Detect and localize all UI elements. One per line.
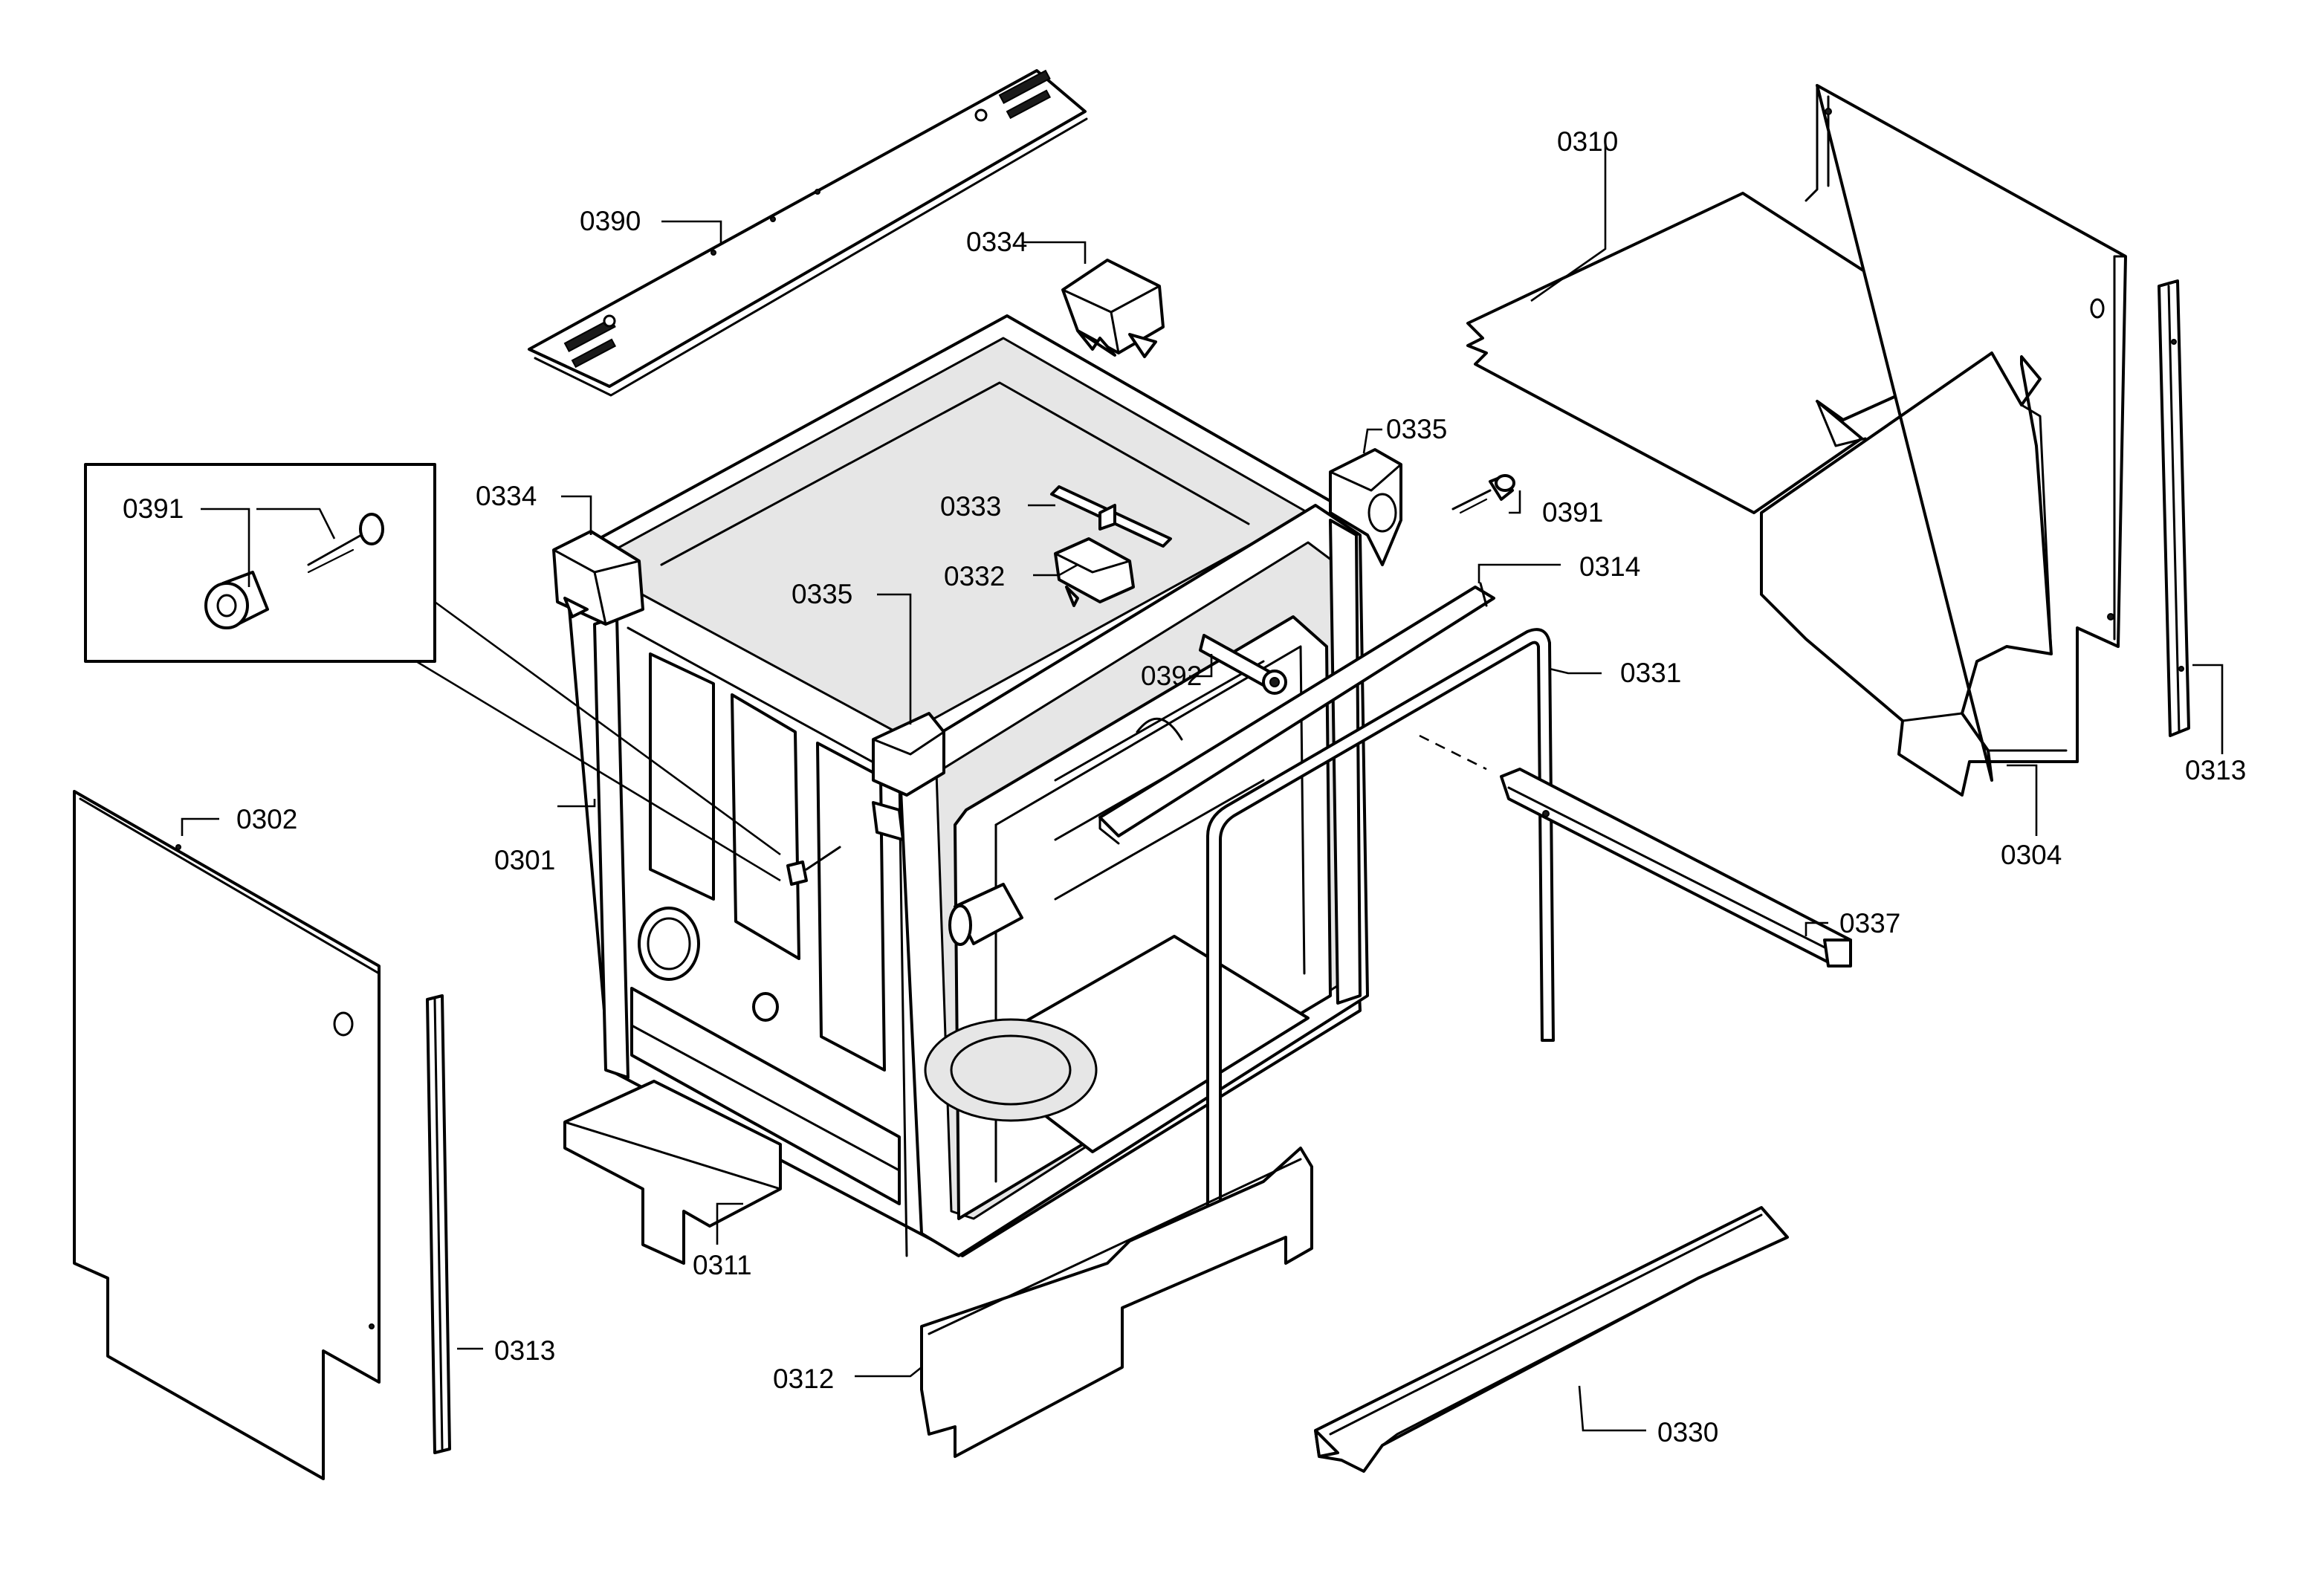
label-0390: 0390 — [580, 206, 641, 236]
part-0331-door-seal — [1206, 628, 1555, 1239]
inset-link-line-1 — [434, 600, 781, 856]
detail-inset-0391 — [84, 463, 436, 663]
label-0302: 0302 — [236, 804, 297, 834]
label-0333: 0333 — [940, 491, 1001, 522]
part-0335-hinge-right — [1329, 448, 1402, 566]
part-0301-tub — [563, 314, 1369, 1257]
part-0391-screw-right — [1451, 474, 1515, 514]
label-0335-left: 0335 — [792, 579, 852, 609]
label-0312: 0312 — [773, 1364, 834, 1394]
part-0311-insulation-block — [563, 1080, 782, 1265]
callout-labels: 0390 0334 0334 0391 0333 0332 0335 0335 … — [123, 126, 2246, 1448]
part-0332-door-lock — [1054, 537, 1135, 607]
part-0313-right-seal-strip — [2158, 279, 2190, 737]
label-0337: 0337 — [1839, 908, 1900, 939]
label-0334-left: 0334 — [476, 481, 537, 511]
assembly-line-0337 — [1419, 734, 1487, 771]
part-0314-rail — [1098, 582, 1495, 845]
label-0314: 0314 — [1579, 551, 1640, 582]
leader-lines — [181, 141, 2224, 1432]
part-0304-side-panel — [1760, 84, 2127, 797]
part-0333-bracket — [1050, 485, 1172, 548]
label-0310: 0310 — [1557, 126, 1618, 157]
label-0313-right: 0313 — [2185, 755, 2246, 785]
label-0391-right: 0391 — [1542, 497, 1603, 528]
label-0335-right: 0335 — [1386, 414, 1447, 444]
part-0313-left-seal-strip — [426, 994, 451, 1454]
label-0331: 0331 — [1620, 658, 1681, 688]
label-0304: 0304 — [2001, 840, 2062, 870]
part-0390-top-strip — [528, 69, 1088, 397]
part-0392-bracket — [1199, 634, 1287, 695]
part-0330-plinth — [1314, 1206, 1789, 1473]
part-0334-top-clip — [1061, 259, 1165, 358]
label-0392: 0392 — [1141, 661, 1202, 691]
inset-link-line-2 — [415, 660, 781, 882]
part-0337-rail — [1500, 768, 1852, 967]
part-0312-insulation-block — [920, 1147, 1313, 1458]
label-0334-top: 0334 — [966, 227, 1027, 257]
label-0332: 0332 — [944, 561, 1005, 591]
part-0302-side-panel — [73, 790, 381, 1480]
label-0330: 0330 — [1657, 1417, 1718, 1448]
label-0391-inset: 0391 — [123, 493, 184, 524]
label-0301: 0301 — [494, 845, 555, 875]
label-0313-left: 0313 — [494, 1335, 555, 1366]
label-0311: 0311 — [693, 1250, 752, 1280]
part-0335-hinge-left — [872, 712, 945, 841]
